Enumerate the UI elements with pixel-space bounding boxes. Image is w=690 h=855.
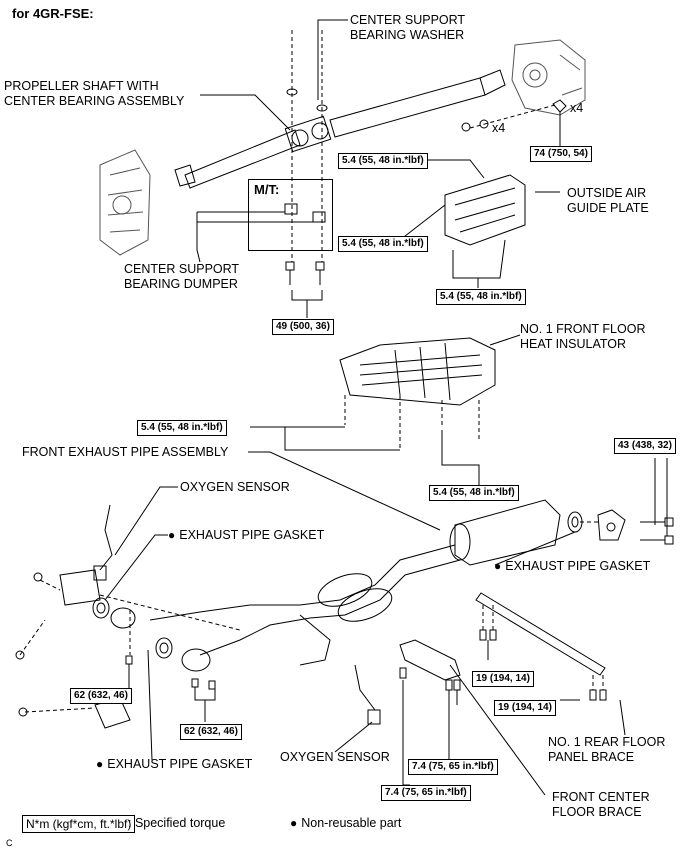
torque-7-4-b: 7.4 (75, 65 in.*lbf) bbox=[381, 785, 471, 801]
centerlines-brace bbox=[482, 605, 604, 690]
torque-5-4-b: 5.4 (55, 48 in.*lbf) bbox=[338, 236, 428, 252]
propeller-shaft-drawing bbox=[174, 69, 506, 189]
exhaust-right-parts bbox=[567, 509, 674, 545]
label-exhaust-pipe-gasket-bottom: EXHAUST PIPE GASKET bbox=[96, 757, 252, 772]
label-line: BEARING WASHER bbox=[350, 28, 465, 42]
label-line: FRONT CENTER bbox=[552, 790, 650, 804]
torque-19-a: 19 (194, 14) bbox=[472, 671, 534, 687]
front-exhaust-pipe-drawing bbox=[110, 499, 561, 672]
mt-label: M/T: bbox=[254, 182, 280, 197]
torque-43: 43 (438, 32) bbox=[614, 438, 676, 454]
torque-7-4-a: 7.4 (75, 65 in.*lbf) bbox=[408, 759, 498, 775]
label-line: CENTER SUPPORT bbox=[124, 262, 240, 276]
label-outside-air-guide-plate: OUTSIDE AIR GUIDE PLATE bbox=[567, 186, 649, 216]
label-line: HEAT INSULATOR bbox=[520, 337, 627, 351]
torque-5-4-e: 5.4 (55, 48 in.*lbf) bbox=[429, 485, 519, 501]
oxygen-sensor-drawings bbox=[93, 504, 381, 725]
diagram-header: for 4GR-FSE: bbox=[12, 6, 94, 21]
label-oxygen-sensor-top: OXYGEN SENSOR bbox=[180, 480, 290, 494]
torque-49: 49 (500, 36) bbox=[272, 319, 334, 335]
label-exhaust-pipe-gasket-right: EXHAUST PIPE GASKET bbox=[494, 559, 650, 574]
exhaust-left-parts bbox=[15, 569, 216, 729]
label-line: FLOOR BRACE bbox=[552, 805, 642, 819]
torque-74: 74 (750, 54) bbox=[530, 146, 592, 162]
label-line: NO. 1 FRONT FLOOR bbox=[520, 322, 646, 336]
label-exhaust-pipe-gasket-1: EXHAUST PIPE GASKET bbox=[168, 528, 324, 543]
leaders-insulator bbox=[250, 334, 521, 485]
label-line: CENTER BEARING ASSEMBLY bbox=[4, 94, 185, 108]
centerlines-top bbox=[291, 30, 556, 262]
label-line: PANEL BRACE bbox=[548, 750, 635, 764]
label-line: NO. 1 REAR FLOOR bbox=[548, 735, 666, 749]
torque-5-4-c: 5.4 (55, 48 in.*lbf) bbox=[436, 289, 526, 305]
label-line: CENTER SUPPORT bbox=[350, 13, 466, 27]
front-center-floor-brace-drawing bbox=[399, 639, 461, 691]
label-center-support-bearing-dumper: CENTER SUPPORT BEARING DUMPER bbox=[124, 262, 239, 292]
centerlines-exhaust bbox=[19, 521, 598, 713]
label-no1-front-floor-heat-insulator: NO. 1 FRONT FLOOR HEAT INSULATOR bbox=[520, 322, 645, 352]
outside-air-guide-plate-drawing bbox=[444, 174, 526, 246]
legend-unit-box: N*m (kgf*cm, ft.*lbf) bbox=[22, 815, 136, 833]
corner-mark: C bbox=[6, 838, 13, 848]
label-front-center-floor-brace: FRONT CENTER FLOOR BRACE bbox=[552, 790, 650, 820]
leaders-exhaust bbox=[104, 451, 668, 761]
torque-5-4-a: 5.4 (55, 48 in.*lbf) bbox=[338, 153, 428, 169]
label-line: PROPELLER SHAFT WITH bbox=[4, 79, 159, 93]
torque-62-b: 62 (632, 46) bbox=[180, 724, 242, 740]
label-front-exhaust-pipe-assembly: FRONT EXHAUST PIPE ASSEMBLY bbox=[22, 445, 229, 459]
leaders-top bbox=[196, 19, 561, 318]
legend-non-reusable: Non-reusable part bbox=[290, 816, 401, 830]
label-line: BEARING DUMPER bbox=[124, 277, 238, 291]
label-oxygen-sensor-bottom: OXYGEN SENSOR bbox=[280, 750, 390, 764]
torque-62-a: 62 (632, 46) bbox=[70, 688, 132, 704]
torque-5-4-d: 5.4 (55, 48 in.*lbf) bbox=[137, 420, 227, 436]
centerlines-insulator bbox=[344, 395, 480, 448]
legend-unit-text: : Specified torque bbox=[128, 816, 226, 830]
label-x4-b: x4 bbox=[492, 121, 506, 135]
label-line: GUIDE PLATE bbox=[567, 201, 649, 215]
torque-19-b: 19 (194, 14) bbox=[494, 700, 556, 716]
label-no1-rear-floor-panel-brace: NO. 1 REAR FLOOR PANEL BRACE bbox=[548, 735, 665, 765]
label-center-support-bearing-washer: CENTER SUPPORT BEARING WASHER bbox=[350, 13, 465, 43]
transmission-housing bbox=[99, 149, 151, 256]
label-x4-a: x4 bbox=[570, 101, 584, 115]
label-propeller-shaft: PROPELLER SHAFT WITH CENTER BEARING ASSE… bbox=[4, 79, 184, 109]
label-line: OUTSIDE AIR bbox=[567, 186, 647, 200]
differential-housing bbox=[511, 39, 586, 116]
heat-insulator-drawing bbox=[339, 337, 496, 406]
mt-inset-box: M/T: bbox=[248, 179, 333, 251]
